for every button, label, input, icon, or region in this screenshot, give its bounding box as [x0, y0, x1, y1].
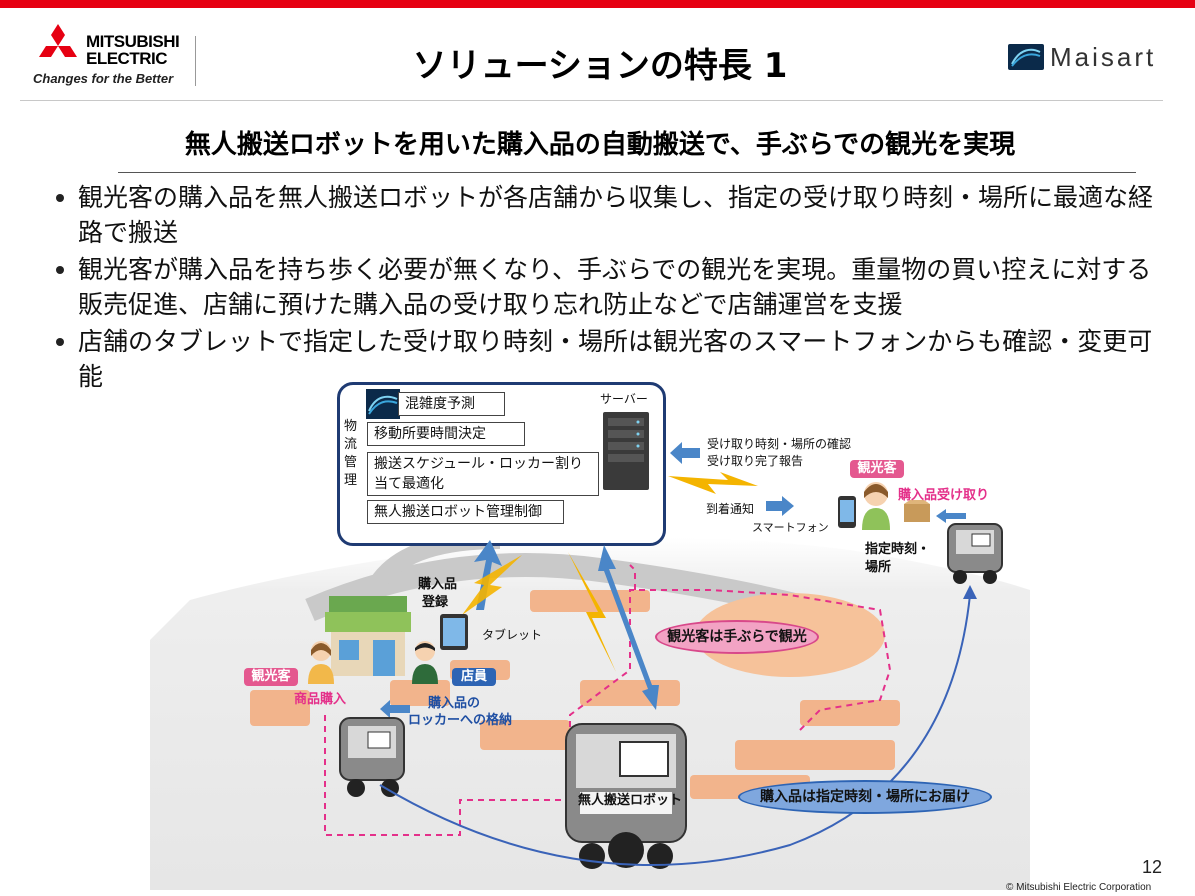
smartphone-label: スマートフォン [752, 521, 829, 534]
smartphone-icon [838, 496, 856, 528]
bullet-list: 観光客の購入品を無人搬送ロボットが各店舗から収集し、指定の受け取り時刻・場所に最… [52, 180, 1162, 396]
lightning-icon [668, 472, 758, 494]
package-icon [904, 500, 930, 522]
right-arrow-icon [766, 496, 794, 516]
confirm-text-1: 受け取り時刻・場所の確認 [707, 437, 852, 451]
top-accent-bar [0, 0, 1195, 8]
slogan: Changes for the Better [33, 71, 174, 86]
tablet-lightning-icon [462, 555, 522, 615]
tourist-person-icon [858, 478, 894, 530]
robot-label: 無人搬送ロボット [578, 793, 683, 808]
maisart-logo-icon [1008, 44, 1044, 70]
logistics-vertical-label: 物流管理 [344, 419, 358, 488]
register-label-1: 購入品 [418, 577, 458, 592]
task-travel-time: 移動所要時間決定 [367, 422, 525, 446]
confirm-text-2: 受け取り完了報告 [707, 454, 804, 468]
store-label-2: ロッカーへの格納 [408, 713, 513, 728]
logo-line1: MITSUBISHI [86, 32, 180, 51]
staff-badge: 店員 [452, 668, 496, 686]
bullet-item: 観光客の購入品を無人搬送ロボットが各店舗から収集し、指定の受け取り時刻・場所に最… [52, 180, 1162, 250]
copyright: © Mitsubishi Electric Corporation [1006, 882, 1152, 893]
tourist-badge-left: 観光客 [244, 668, 298, 686]
staff-person-icon [410, 638, 440, 684]
bullet-item: 店舗のタブレットで指定した受け取り時刻・場所は観光客のスマートフォンからも確認・… [52, 324, 1158, 394]
task-schedule-optimization: 搬送スケジュール・ロッカー割り当て最適化 [367, 452, 599, 496]
designated-label-1: 指定時刻・ [865, 542, 931, 557]
bullet-item: 観光客が購入品を持ち歩く必要が無くなり、手ぶらでの観光を実現。重量物の買い控えに… [52, 252, 1162, 322]
store-arrow-icon [380, 700, 410, 718]
receive-label: 購入品受け取り [898, 488, 990, 503]
brand-name: Maisart [1050, 42, 1157, 72]
page-title: ソリューションの特長 1 [412, 46, 788, 86]
purchase-label: 商品購入 [294, 692, 347, 707]
receive-arrow-icon [936, 508, 966, 523]
store-label-1: 購入品の [428, 696, 481, 711]
tablet-icon [440, 614, 468, 650]
subtitle-divider [118, 172, 1136, 173]
robot-small-left-icon [338, 716, 406, 798]
page-number: 12 [1142, 857, 1163, 877]
arrival-notice-label: 到着通知 [706, 502, 755, 516]
mitsubishi-diamonds-logo [34, 24, 82, 68]
handsfree-callout: 観光客は手ぶらで観光 [655, 620, 819, 654]
robot-server-arrow-icon [590, 545, 670, 710]
server-rack-icon [603, 412, 649, 490]
left-arrow-icon [670, 442, 700, 464]
subtitle: 無人搬送ロボットを用いた購入品の自動搬送で、手ぶらでの観光を実現 [184, 130, 1016, 160]
logo-line2: ELECTRIC [86, 49, 168, 68]
logo-divider [195, 36, 196, 86]
robot-lightning-icon [568, 552, 628, 672]
tourist-left-icon [306, 638, 336, 684]
tablet-label: タブレット [482, 628, 543, 642]
task-congestion-prediction: 混雑度予測 [398, 392, 505, 416]
delivery-callout: 購入品は指定時刻・場所にお届け [738, 780, 992, 814]
designated-label-2: 場所 [865, 560, 892, 575]
maisart-small-icon [366, 389, 400, 419]
tourist-badge-right: 観光客 [850, 460, 904, 478]
task-robot-control: 無人搬送ロボット管理制御 [367, 500, 564, 524]
server-label: サーバー [600, 392, 648, 406]
robot-small-right-icon [946, 522, 1004, 586]
robot-large-icon [562, 720, 690, 872]
delivery-route-curve [360, 585, 990, 875]
shop-building-icon [325, 596, 411, 676]
header-divider [20, 100, 1163, 101]
register-label-2: 登録 [422, 595, 449, 610]
